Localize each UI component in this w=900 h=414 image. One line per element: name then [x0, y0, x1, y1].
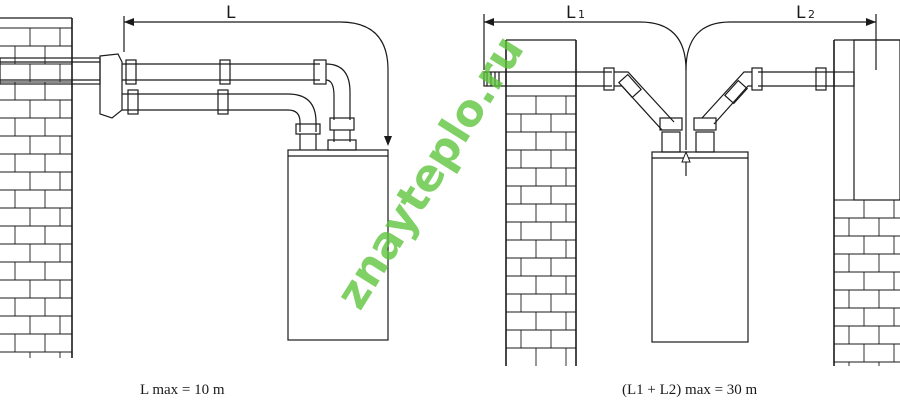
right-left-brick-wall [505, 39, 577, 366]
dimension-l1-l2: L 1 L 2 [483, 3, 877, 150]
dimension-l: L [123, 3, 392, 146]
dimension-l2-subscript: 2 [808, 8, 815, 21]
dimension-l1-label: L [566, 3, 576, 23]
lower-pipe [122, 89, 321, 150]
right-caption: (L1 + L2) max = 30 m [622, 382, 758, 398]
right-diagram: L 1 L 2 (L1 + L2) max = 30 m [483, 3, 900, 398]
right-boiler [651, 150, 749, 343]
left-caption: L max = 10 m [140, 382, 225, 398]
wall-terminal [0, 53, 123, 119]
right-flue-pipe [693, 67, 855, 153]
watermark-text: znayteplo.ru [326, 27, 534, 318]
dimension-l2-label: L [796, 3, 806, 23]
left-diagram: L L max = 10 m [0, 3, 392, 398]
right-right-brick-wall [833, 39, 900, 366]
upper-pipe [122, 59, 357, 151]
dimension-l1-subscript: 1 [578, 8, 585, 21]
left-boiler [287, 149, 389, 341]
left-brick-wall [0, 17, 73, 358]
left-flue-pipe [483, 67, 683, 153]
dimension-l-label: L [226, 3, 236, 23]
